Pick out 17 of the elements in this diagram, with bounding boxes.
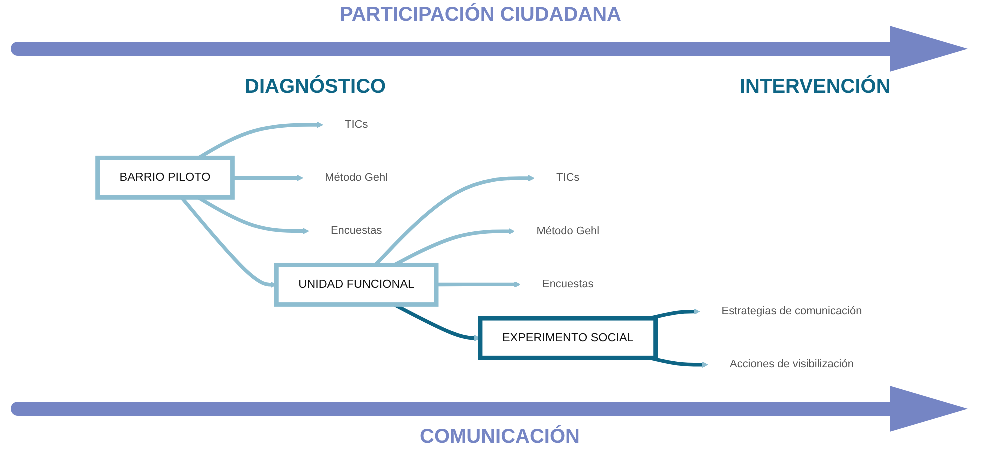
heading-label: INTERVENCIÓN — [740, 76, 891, 99]
node-text: Encuestas — [542, 278, 594, 290]
node-box: EXPERIMENTO SOCIAL — [478, 316, 658, 360]
node-box: UNIDAD FUNCIONAL — [274, 263, 439, 307]
node-text: Encuestas — [330, 224, 382, 237]
heading-label: DIAGNÓSTICO — [245, 76, 386, 99]
node-text: Estrategias de comunicación — [722, 305, 862, 318]
arrow — [232, 174, 304, 182]
heading-label: COMUNICACIÓN — [420, 426, 580, 449]
node-text: TICs — [556, 172, 580, 184]
node-text: Acciones de visibilización — [730, 358, 854, 371]
node-text: Método Gehl — [536, 224, 600, 238]
node-text: Método Gehl — [325, 171, 388, 184]
arrow — [436, 281, 521, 288]
node-box: BARRIO PILOTO — [96, 156, 235, 200]
node-text: TICs — [345, 118, 368, 131]
heading-label: PARTICIPACIÓN CIUDADANA — [340, 4, 622, 27]
